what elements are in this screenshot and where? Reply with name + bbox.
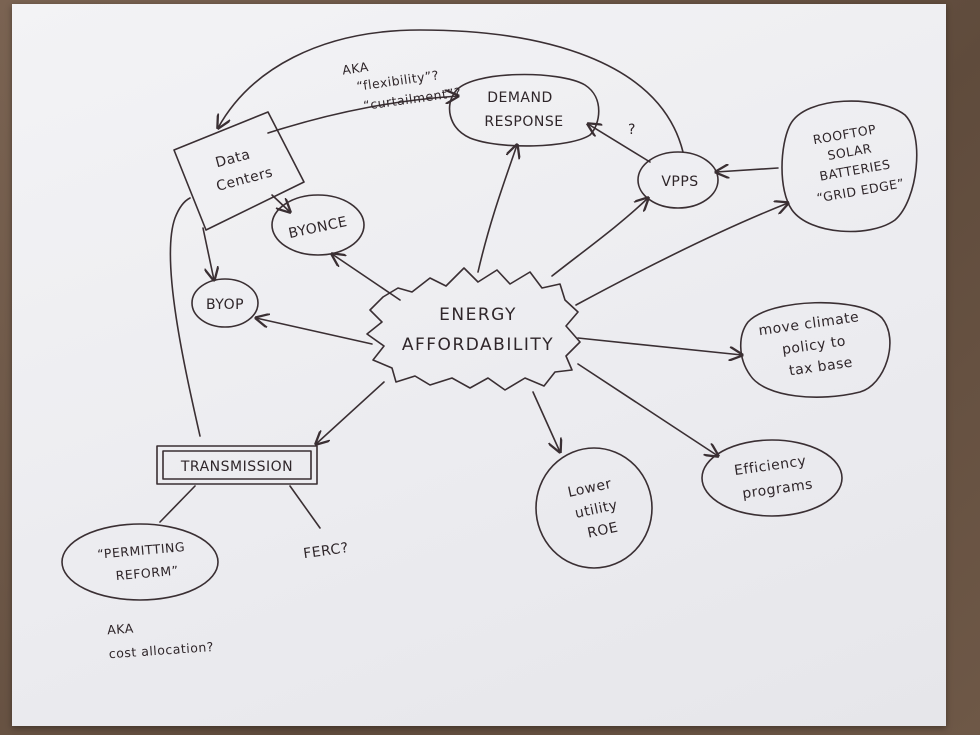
move-climate-policy-blob (739, 301, 891, 398)
lower-utility-roe-ellipse (535, 447, 653, 569)
byonce-ellipse (271, 194, 365, 256)
arrow-vpps-to-demand (588, 124, 651, 163)
demand-label-line-2: RESPONSE (484, 114, 563, 130)
line-transmission-to-permitting (159, 485, 196, 523)
roe-line-2: utility (574, 497, 620, 522)
efficiency-line-1: Efficiency (733, 453, 807, 479)
arrow-energy-to-rooftop (575, 203, 788, 306)
line-transmission-to-ferc (289, 485, 321, 529)
arrow-datacenters-to-byop (202, 227, 214, 280)
data-centers-label: Data Centers (214, 147, 275, 195)
efficiency-programs-ellipse (701, 439, 843, 517)
arrow-datacenters-to-byonce (271, 194, 290, 212)
arrow-vpps-to-datacenters-curve (218, 29, 684, 153)
arrow-energy-to-vpps (551, 198, 648, 277)
data-centers-box (173, 111, 305, 231)
arrow-energy-to-efficiency (577, 363, 718, 456)
transmission-box-outer (156, 445, 318, 485)
aka-cost-allocation-annotation: AKA cost allocation? (107, 621, 215, 662)
data-centers-line-1: Data (214, 147, 252, 172)
aka-flexibility-annotation: AKA “flexibility”? “curtailment”? (341, 59, 462, 113)
vpps-ellipse (637, 151, 719, 209)
transmission-box-inner (162, 450, 312, 480)
arrow-energy-to-climate-policy (577, 337, 742, 355)
byonce-label: BYONCE (287, 214, 349, 242)
arrow-energy-to-transmission (316, 381, 385, 444)
energy-affordability-label: ENERGY AFFORDABILITY (402, 305, 554, 355)
byop-ellipse (191, 278, 259, 328)
vpps-label: VPPS (661, 174, 698, 190)
permitting-reform-label: “PERMITTING REFORM” (97, 539, 186, 583)
demand-response-label: DEMAND RESPONSE (484, 90, 563, 130)
transmission-label: TRANSMISSION (180, 459, 293, 475)
move-climate-policy-label: move climate policy to tax base (758, 309, 861, 380)
byop-label: BYOP (206, 297, 244, 313)
line-transmission-to-datacenters (169, 197, 201, 437)
ferc-label: FERC? (302, 540, 349, 562)
permitting-reform-ellipse (61, 523, 219, 601)
permitting-line-2: REFORM” (115, 563, 179, 583)
demand-response-blob (448, 73, 600, 147)
lower-utility-roe-label: Lower utility ROE (566, 476, 620, 542)
energy-label-line-1: ENERGY (439, 305, 517, 325)
energy-label-line-2: AFFORDABILITY (402, 335, 554, 355)
arrow-energy-to-byop (256, 318, 373, 345)
arrow-energy-to-roe (532, 391, 560, 452)
rooftop-solar-blob (781, 100, 918, 233)
climate-line-3: tax base (788, 355, 854, 380)
cost-allocation-line-1: AKA (107, 621, 135, 638)
arrow-rooftop-to-vpps (716, 168, 779, 172)
demand-label-line-1: DEMAND (487, 90, 553, 106)
vpps-demand-question-mark: ? (628, 122, 636, 138)
climate-line-2: policy to (781, 333, 847, 358)
permitting-line-1: “PERMITTING (97, 539, 186, 562)
aka-line-1: AKA (341, 59, 369, 78)
roe-line-1: Lower (566, 476, 613, 501)
rooftop-solar-label: ROOFTOP SOLAR BATTERIES “GRID EDGE” (812, 121, 906, 205)
arrow-datacenters-to-demand (267, 96, 458, 134)
efficiency-line-2: programs (741, 476, 814, 502)
energy-affordability-burst (366, 267, 581, 391)
roe-line-3: ROE (586, 520, 620, 542)
cost-allocation-line-2: cost allocation? (108, 639, 214, 661)
arrow-energy-to-demand (477, 145, 517, 273)
efficiency-programs-label: Efficiency programs (733, 453, 814, 502)
arrow-energy-to-byonce (332, 254, 401, 301)
